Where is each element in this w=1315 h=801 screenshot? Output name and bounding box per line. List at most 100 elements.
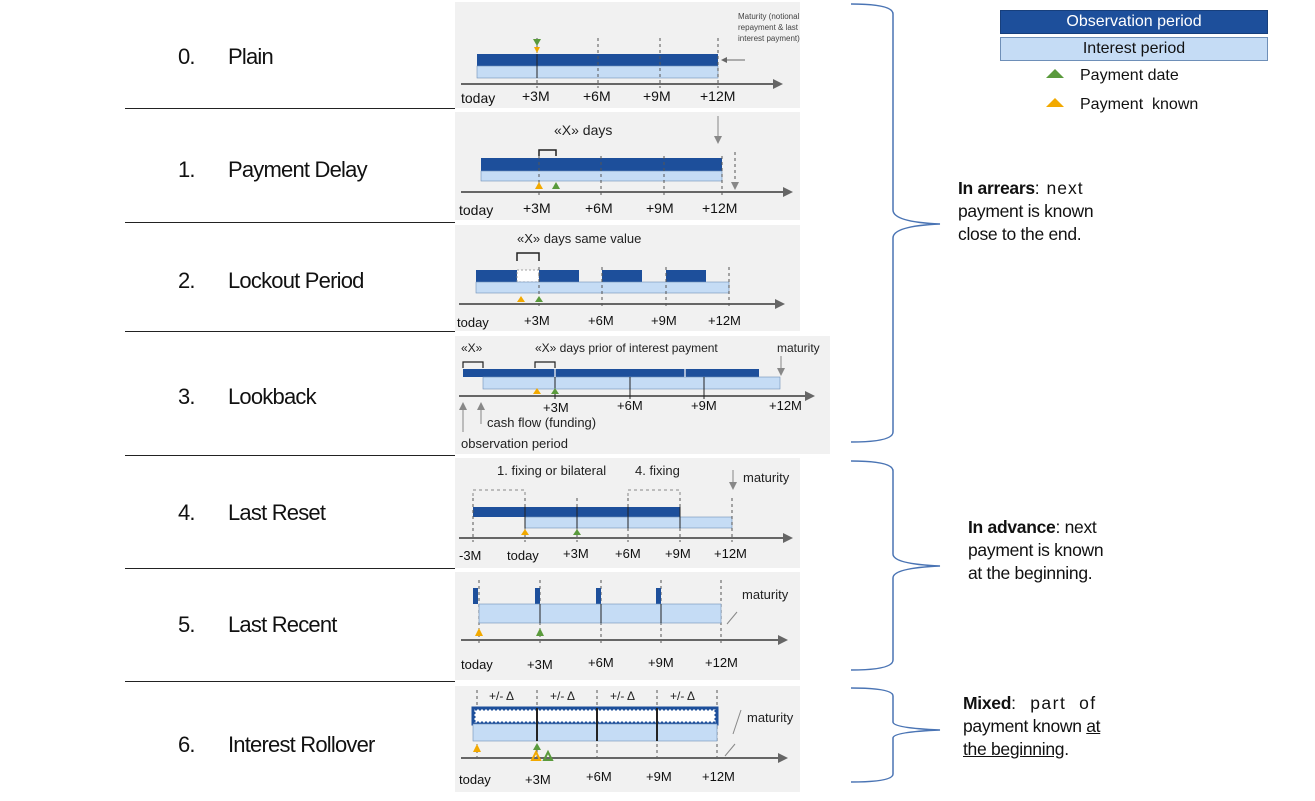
axis-arrow-icon: [783, 533, 793, 543]
row-number: 0.: [178, 44, 196, 69]
observation-bar: [473, 588, 478, 604]
maturity-label: maturity: [742, 587, 789, 602]
diagram-last-recent: maturity today +3M +6M +9M +12M: [455, 572, 800, 680]
tick-label: +9M: [643, 88, 671, 104]
delta-label: +/- Δ: [670, 689, 695, 703]
tick-label: +3M: [523, 200, 551, 216]
diagram-interest-rollover: +/- Δ +/- Δ +/- Δ +/- Δ maturity today +…: [455, 686, 800, 792]
note-mixed: Mixed: part of payment known at the begi…: [963, 692, 1101, 761]
observation-bar: [666, 270, 706, 282]
observation-bar: [656, 588, 661, 604]
green-triangle-icon: [1046, 69, 1064, 78]
arrow-up-icon: [477, 402, 485, 410]
timeline-interest-rollover: +/- Δ +/- Δ +/- Δ +/- Δ maturity today +…: [459, 689, 794, 787]
arrow-head-icon: [721, 57, 727, 63]
tick-label: today: [507, 548, 539, 563]
lookback-annotation: «X» days prior of interest payment: [535, 341, 718, 355]
payment-known-marker: [533, 388, 541, 394]
payment-date-marker: [535, 296, 543, 302]
tick-label: today: [459, 772, 491, 787]
note-text: : part of: [1011, 693, 1097, 713]
note-text: : next: [1034, 178, 1084, 198]
legend-label: Payment known: [1080, 96, 1199, 113]
delta-label: +/- Δ: [489, 689, 514, 703]
arrow-down-icon: [714, 136, 722, 144]
tick-label: today: [461, 657, 493, 672]
timeline-last-recent: maturity today +3M +6M +9M +12M: [461, 580, 789, 672]
tick-label: +6M: [617, 398, 643, 413]
timeline-lookback: «X» «X» days prior of interest payment m…: [459, 341, 820, 451]
arrow-down-icon: [729, 482, 737, 490]
axis-arrow-icon: [783, 187, 793, 197]
note-text: payment known: [963, 716, 1087, 736]
interest-bar: [482, 376, 781, 390]
tick-label: +9M: [691, 398, 717, 413]
fixing-bracket: [627, 489, 681, 496]
legend-interest-period: Interest period: [1000, 37, 1268, 61]
payment-date-marker: [551, 388, 559, 394]
maturity-label: maturity: [743, 470, 790, 485]
tick-label: +9M: [651, 313, 677, 328]
tick-label: +12M: [702, 200, 737, 216]
row-label-payment-delay: 1.Payment Delay: [178, 157, 368, 183]
lookback-bracket: [534, 361, 556, 368]
arrow-up-icon: [459, 402, 467, 410]
tick-label: +6M: [586, 769, 612, 784]
x-bracket: [462, 361, 484, 368]
tick-label: +12M: [708, 313, 741, 328]
axis-arrow-icon: [778, 635, 788, 645]
note-text: payment is known: [958, 201, 1094, 221]
row-title: Last Recent: [228, 612, 337, 637]
tick-label: +9M: [646, 200, 674, 216]
legend-payment-date: Payment date: [1046, 67, 1179, 85]
tick-label: +6M: [615, 546, 641, 561]
observation-bar: [463, 369, 759, 377]
maturity-arrow: [726, 611, 738, 625]
axis-arrow-icon: [773, 79, 783, 89]
tick-label: +12M: [705, 655, 738, 670]
row-divider: [125, 568, 455, 569]
payment-date-marker: [573, 529, 581, 535]
row-number: 1.: [178, 157, 196, 182]
tick-label: +12M: [700, 88, 735, 104]
row-title: Plain: [228, 44, 274, 69]
timeline-payment-delay: «X» days today +3M +6M +9M +12M: [459, 116, 793, 218]
tick-label: +3M: [543, 400, 569, 415]
brace-arrears: [850, 3, 941, 443]
payment-date-marker: [536, 628, 544, 636]
lockout-bracket: [516, 252, 540, 261]
row-number: 3.: [178, 384, 196, 409]
row-divider: [125, 108, 455, 109]
tick-label: +12M: [702, 769, 735, 784]
observation-bar: [535, 588, 540, 604]
tick-label: -3M: [459, 548, 481, 563]
arrow-down-icon: [731, 182, 739, 190]
tick-label: +9M: [648, 655, 674, 670]
delay-bracket: [538, 149, 557, 156]
payment-known-marker: [521, 529, 529, 535]
tick-label: +6M: [585, 200, 613, 216]
brace-mixed: [850, 687, 941, 783]
note-text: .: [1064, 739, 1069, 759]
note-text: : next: [1055, 517, 1097, 537]
diagram-plain: Maturity (notional repayment & last inte…: [455, 2, 800, 108]
row-label-last-reset: 4.Last Reset: [178, 500, 326, 526]
diagram-lockout-period: «X» days same value today +3M +6M +9M +1…: [455, 225, 800, 331]
note-underline: the beginning: [963, 739, 1065, 759]
cash-flow-label: cash flow (funding): [487, 415, 596, 430]
diagram-last-reset: 1. fixing or bilateral 4. fixing maturit…: [455, 458, 800, 568]
payment-known-marker: [475, 628, 483, 636]
fixing-bracket: [472, 489, 526, 496]
legend-label: Payment date: [1080, 67, 1179, 84]
observation-label: observation period: [461, 436, 568, 451]
payment-known-marker: [534, 47, 540, 53]
tick-label: today: [459, 202, 493, 218]
note-heading: In advance: [968, 517, 1056, 537]
tick-label: +12M: [769, 398, 802, 413]
row-number: 5.: [178, 612, 196, 637]
timeline-plain: Maturity (notional repayment & last inte…: [461, 12, 800, 106]
row-number: 2.: [178, 268, 196, 293]
timeline-last-reset: 1. fixing or bilateral 4. fixing maturit…: [459, 463, 793, 563]
legend-observation-period: Observation period: [1000, 10, 1268, 34]
legend-payment-known: Payment known: [1046, 96, 1198, 114]
